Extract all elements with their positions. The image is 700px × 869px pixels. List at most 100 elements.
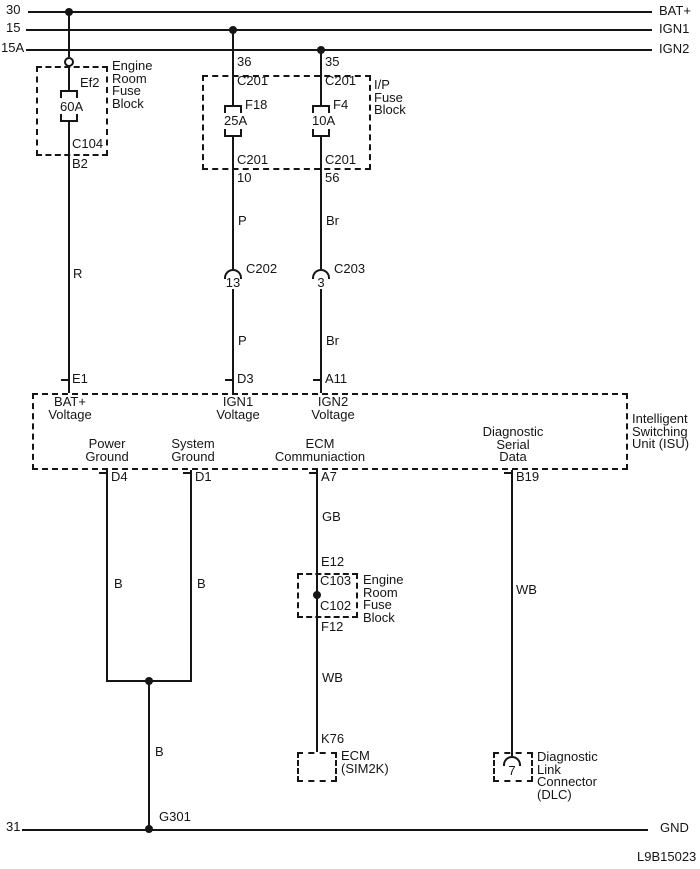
pin-tick-d4 <box>99 472 107 474</box>
pin-a7-label: A7 <box>321 469 337 484</box>
ecm-label: ECM (SIM2K) <box>341 748 389 776</box>
isu-ign1-line2: Voltage <box>216 406 260 422</box>
connector-c202-label: C202 <box>246 261 278 276</box>
wire-ign1-lower <box>232 289 234 393</box>
inline-connector-c203-symbol <box>312 269 330 279</box>
isu-diag-line2: Serial <box>496 436 530 452</box>
wire-ign2-lower <box>320 289 322 393</box>
isu-name-line2: Switching <box>632 423 688 439</box>
connector-c203-pin: 3 <box>317 275 325 290</box>
fuse-ef2-symbol-top <box>60 90 78 98</box>
isu-function-system-ground: System Ground <box>152 436 234 464</box>
connector-c201-in-f18: C201 <box>237 73 269 88</box>
rail-30-line <box>28 11 652 13</box>
ecm-label-line2: (SIM2K) <box>341 760 389 776</box>
isu-ign2-line1: IGN2 <box>317 394 349 409</box>
pin-tick-b19 <box>504 472 512 474</box>
ptfb-label-line4: Block <box>363 609 395 625</box>
isu-ecm-line2: Communiaction <box>274 448 366 464</box>
diagram-id: L9B15023 <box>637 849 697 864</box>
isu-ign1-line1: IGN1 <box>222 394 254 409</box>
dlc-label-line1: Diagnostic <box>537 749 598 764</box>
wire-bat-lower <box>68 122 70 393</box>
wire-color-gb: GB <box>322 509 341 524</box>
wire-color-p-above: P <box>238 213 247 228</box>
dlc-pin-connector-symbol <box>503 756 521 766</box>
wire-ign1-mid <box>232 137 234 269</box>
fuse-ef2-symbol-bottom <box>60 114 78 122</box>
pin-k76-label: K76 <box>321 731 345 746</box>
rail-15a-line <box>26 49 652 51</box>
wire-color-wb-ecm: WB <box>322 670 343 685</box>
pin-tick-a7 <box>309 472 317 474</box>
fuse-f18-id: F18 <box>245 97 268 112</box>
ip-fuse-block-label: I/P Fuse Block <box>374 78 406 117</box>
connector-c104-label: C104 <box>72 136 104 151</box>
pass-through-fuse-block-box <box>297 573 358 618</box>
ecm-label-line1: ECM <box>341 748 370 763</box>
pin-tick-a11 <box>313 379 321 381</box>
connector-c103-label: C103 <box>320 573 352 588</box>
engine-room-fuse-block-label: Engine Room Fuse Block <box>112 58 153 111</box>
isu-diag-line1: Diagnostic <box>482 424 544 439</box>
isu-function-bat-voltage: BAT+ Voltage <box>30 395 110 422</box>
isu-system-line1: System <box>171 436 215 451</box>
pin-d4-label: D4 <box>111 469 128 484</box>
dlc-label: Diagnostic Link Connector (DLC) <box>537 749 598 802</box>
pass-through-fuse-block-label: Engine Room Fuse Block <box>363 573 403 625</box>
wire-ign2-upper <box>320 49 322 105</box>
isu-function-ign1-voltage: IGN1 Voltage <box>193 394 283 422</box>
isu-function-power-ground: Power Ground <box>67 437 147 464</box>
isu-power-line2: Ground <box>85 448 129 464</box>
ground-point-g301-label: G301 <box>159 809 191 824</box>
erfb-label-line1: Engine <box>112 58 153 73</box>
wire-color-r: R <box>73 266 83 281</box>
connector-c203-label: C203 <box>334 261 366 276</box>
fuse-f4-rating: 10A <box>312 113 336 128</box>
isu-name-line3: Unit (ISU) <box>632 436 690 451</box>
isu-name-label: Intelligent Switching Unit (ISU) <box>632 411 690 451</box>
fuse-f4-symbol-top <box>312 105 330 113</box>
dlc-label-line4: (DLC) <box>537 786 572 802</box>
fuse-f18-symbol-top <box>224 105 242 113</box>
wire-ecm-comm <box>316 470 318 752</box>
junction-dot-ground-join <box>145 677 153 685</box>
wire-color-br-below: Br <box>326 333 339 348</box>
isu-bat-line2: Voltage <box>48 406 92 422</box>
dlc-box <box>493 752 533 782</box>
wire-bat-upper <box>68 11 70 57</box>
fuse-ef2-rating: 60A <box>60 99 84 114</box>
erfb-label-line3: Fuse <box>112 83 141 98</box>
pin-tick-e1 <box>61 379 69 381</box>
pin-e1-label: E1 <box>72 371 88 386</box>
erfb-label-line4: Block <box>112 95 144 111</box>
fuse-f4-symbol-bottom <box>312 129 330 137</box>
wire-color-b-d1: B <box>197 576 206 591</box>
isu-box <box>32 393 628 470</box>
pin-f12-label: F12 <box>321 619 344 634</box>
isu-name-line1: Intelligent <box>632 411 688 426</box>
ptfb-label-line3: Fuse <box>363 597 392 612</box>
dlc-pin-number: 7 <box>508 763 516 778</box>
isu-ign2-line2: Voltage <box>311 406 355 422</box>
inline-connector-c202-symbol <box>224 269 242 279</box>
dlc-label-line2: Link <box>537 761 561 777</box>
wire-system-ground <box>190 470 192 682</box>
isu-system-line2: Ground <box>171 448 215 464</box>
erfb-label-line2: Room <box>112 70 147 86</box>
pin-56-label: 56 <box>325 170 340 185</box>
isu-diag-line3: Data <box>499 449 527 464</box>
rail-15a-terminal: 15A <box>1 40 25 55</box>
engine-room-fuse-block-box <box>36 66 108 156</box>
isu-function-ecm-communication: ECM Communiaction <box>260 437 380 464</box>
ptfb-label-line2: Room <box>363 584 398 600</box>
pin-10-label: 10 <box>237 170 252 185</box>
connector-c201-in-f4: C201 <box>325 73 357 88</box>
wire-color-br-above: Br <box>326 213 339 228</box>
wire-diagnostic <box>511 470 513 756</box>
pin-tick-d3 <box>225 379 233 381</box>
connector-c202-pin: 13 <box>225 275 241 290</box>
ecm-box <box>297 752 337 782</box>
wire-color-wb-diag: WB <box>516 582 537 597</box>
rail-ground-line <box>22 829 648 831</box>
